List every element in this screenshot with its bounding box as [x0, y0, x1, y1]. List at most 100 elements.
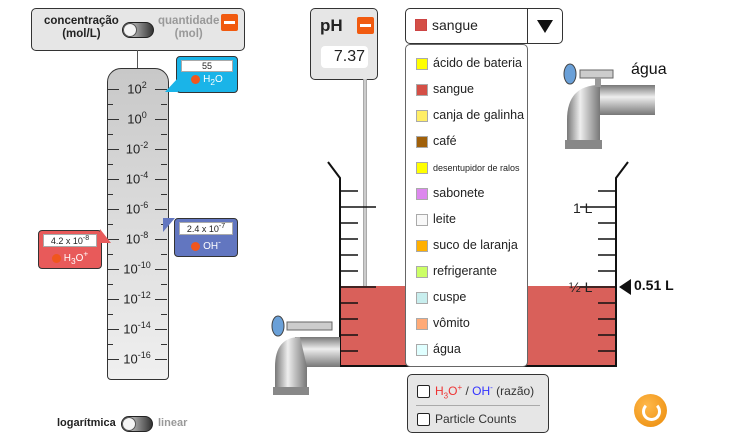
scale-major-tick: [107, 209, 119, 210]
solute-option[interactable]: café: [416, 133, 457, 149]
scale-tick-label: 100: [127, 110, 147, 127]
scale-minor-tick: [107, 194, 113, 195]
reset-icon: [642, 402, 661, 421]
scale-minor-tick: [107, 284, 113, 285]
solute-swatch: [416, 265, 428, 278]
solute-option[interactable]: sabonete: [416, 185, 484, 201]
oh-value: 2.4 x 10-7: [179, 222, 233, 235]
scale-minor-tick: [107, 344, 113, 345]
solute-option[interactable]: cuspe: [416, 289, 466, 305]
scale-tick-label: 10-10: [123, 260, 151, 277]
collapse-button[interactable]: [221, 14, 238, 31]
options-panel: H3O+ / OH- (razão) Particle Counts: [407, 374, 549, 433]
scale-minor-tick: [107, 314, 113, 315]
scale-major-tick: [155, 329, 167, 330]
solute-swatch: [416, 317, 428, 330]
water-faucet[interactable]: [555, 60, 655, 155]
scale-major-tick: [107, 149, 119, 150]
scale-minor-tick: [107, 134, 113, 135]
scale-major-tick: [107, 299, 119, 300]
scale-major-tick: [155, 149, 167, 150]
drain-faucet[interactable]: [265, 312, 345, 397]
scale-major-tick: [155, 209, 167, 210]
ph-meter: pH 7.37: [310, 8, 378, 80]
solute-option[interactable]: vômito: [416, 315, 470, 331]
volume-pointer-icon[interactable]: [619, 279, 631, 295]
molecule-icon: [51, 254, 61, 264]
scale-minor-tick: [107, 224, 113, 225]
solute-option[interactable]: suco de laranja: [416, 237, 518, 253]
scale-tick-label: 10-4: [125, 170, 149, 187]
concentration-text: concentração: [44, 15, 119, 27]
scale-tick-label: 10-16: [123, 350, 151, 367]
scale-minor-tick: [161, 194, 167, 195]
solute-option[interactable]: leite: [416, 211, 456, 227]
scale-toggle[interactable]: [121, 416, 153, 432]
h3o-value: 4.2 x 10-8: [43, 234, 97, 247]
oh-callout: 2.4 x 10-7 OH-: [174, 218, 238, 257]
scale-major-tick: [155, 179, 167, 180]
selected-swatch: [415, 19, 427, 31]
oh-pointer: [163, 218, 175, 232]
volume-readout: 0.51 L: [634, 277, 674, 293]
scale-tick-label: 10-12: [123, 290, 151, 307]
scale-minor-tick: [161, 104, 167, 105]
ratio-checkbox[interactable]: H3O+ / OH- (razão): [417, 383, 534, 400]
solute-option[interactable]: canja de galinha: [416, 107, 524, 123]
ph-collapse-button[interactable]: [357, 17, 374, 34]
scale-minor-tick: [161, 254, 167, 255]
h2o-value: 55: [181, 60, 233, 72]
scale-tick-label: 10-14: [123, 320, 151, 337]
solute-option[interactable]: refrigerante: [416, 263, 497, 279]
molecule-icon: [191, 242, 201, 252]
units-toggle[interactable]: [122, 22, 154, 38]
scale-minor-tick: [161, 134, 167, 135]
scale-major-tick: [155, 89, 167, 90]
scale-major-tick: [107, 359, 119, 360]
water-faucet-label: água: [631, 61, 667, 78]
solute-dropdown[interactable]: sangue: [405, 8, 563, 44]
solute-swatch: [416, 161, 428, 174]
solute-swatch: [416, 83, 428, 96]
connector: [137, 50, 138, 69]
scale-minor-tick: [107, 164, 113, 165]
selected-solute: sangue: [432, 17, 478, 33]
reset-button[interactable]: [634, 394, 667, 427]
beaker-half-label: ½ L: [569, 279, 593, 295]
scale-major-tick: [107, 179, 119, 180]
solute-option[interactable]: ácido de bateria: [416, 55, 522, 71]
solute-swatch: [416, 343, 428, 356]
h3o-label: H3O+: [63, 249, 89, 267]
solute-list: ácido de bateria sangue canja de galinha ca…: [405, 44, 528, 367]
scale-major-tick: [155, 359, 167, 360]
h2o-callout: 55 H2O: [176, 56, 238, 93]
scale-minor-tick: [161, 284, 167, 285]
scale-minor-tick: [107, 104, 113, 105]
solute-option[interactable]: sangue: [416, 81, 474, 97]
h2o-label: H2O: [203, 74, 223, 87]
ph-label: pH: [320, 16, 343, 35]
scale-tick-label: 102: [127, 80, 147, 97]
particle-counts-checkbox[interactable]: Particle Counts: [417, 412, 516, 427]
solute-swatch: [416, 57, 428, 70]
solute-swatch: [416, 291, 428, 304]
scale-minor-tick: [161, 344, 167, 345]
scale-major-tick: [107, 239, 119, 240]
solute-swatch: [416, 187, 428, 200]
log-label: logarítmica: [57, 417, 116, 429]
solute-swatch: [416, 135, 428, 148]
units-panel: concentração(mol/L) quantidade(mol): [31, 8, 245, 51]
solute-option[interactable]: desentupidor de ralos: [416, 159, 520, 175]
solute-option[interactable]: água: [416, 341, 461, 357]
scale-minor-tick: [161, 314, 167, 315]
ph-probe[interactable]: [363, 79, 367, 337]
scale-major-tick: [155, 269, 167, 270]
scale-major-tick: [107, 269, 119, 270]
concentration-label: concentração(mol/L): [44, 15, 119, 41]
chevron-down-icon[interactable]: [537, 20, 553, 33]
ph-value: 7.37: [321, 46, 368, 68]
solute-swatch: [416, 109, 428, 122]
molecule-icon: [191, 74, 201, 84]
scale-tick-label: 10-2: [125, 140, 149, 157]
quantity-label: quantidade(mol): [158, 15, 219, 41]
